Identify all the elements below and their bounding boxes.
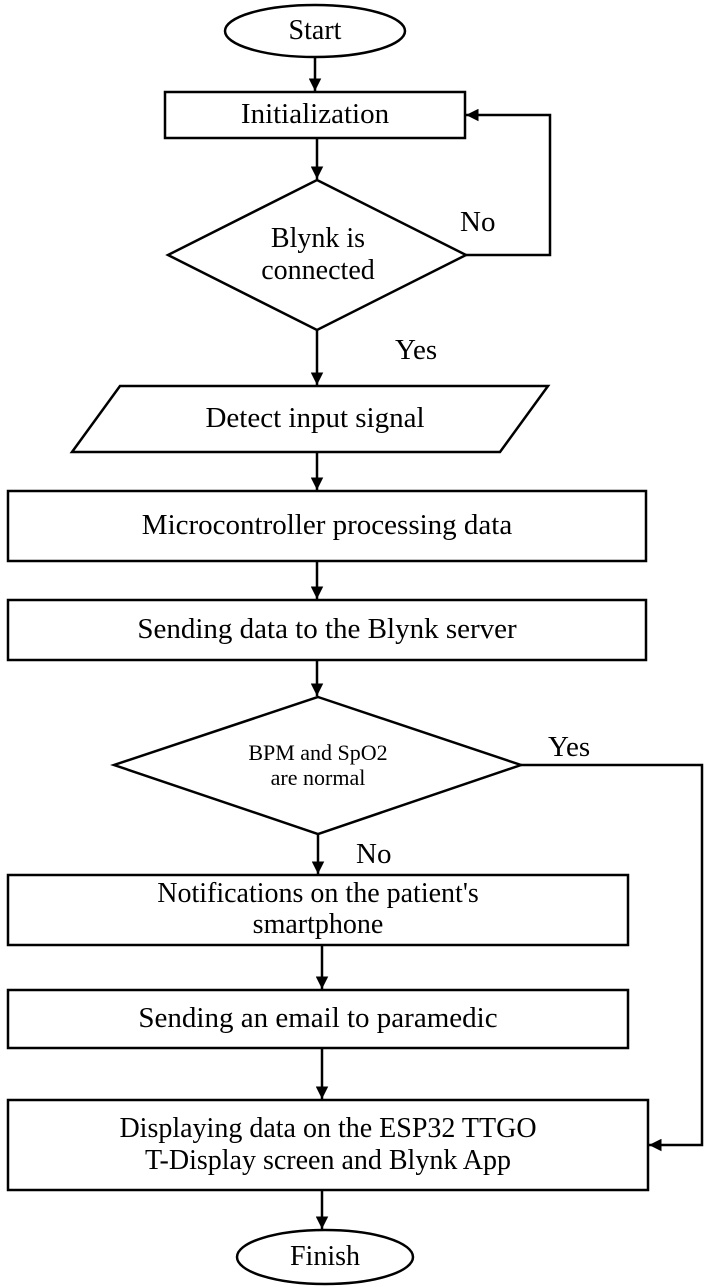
email-label: Sending an email to paramedic bbox=[138, 1002, 498, 1035]
initialization-box bbox=[163, 90, 467, 140]
edge-label-normal-yes: Yes bbox=[548, 731, 591, 763]
vitals-normal-label: BPM and SpO2 are normal bbox=[248, 739, 388, 790]
display-label: Displaying data on the ESP32 TTGO T-Disp… bbox=[119, 1112, 537, 1176]
arrow-normal-yes-to-display bbox=[521, 763, 704, 1152]
send-server-box bbox=[6, 598, 648, 662]
blynk-connected-label: Blynk is connected bbox=[261, 222, 375, 286]
send-server-label: Sending data to the Blynk server bbox=[137, 613, 517, 646]
processing-label: Microcontroller processing data bbox=[141, 509, 513, 542]
edge-label-connected-no: No bbox=[460, 206, 496, 238]
start-label: Start bbox=[288, 14, 342, 46]
finish-terminal bbox=[235, 1228, 415, 1286]
notification-label: Notifications on the patient's smartphon… bbox=[157, 878, 479, 940]
notification-box bbox=[6, 873, 630, 947]
edge-label-normal-no: No bbox=[356, 838, 392, 870]
finish-label: Finish bbox=[289, 1240, 361, 1272]
detect-input-parallelogram bbox=[69, 384, 551, 454]
email-box bbox=[6, 988, 630, 1050]
initialization-label: Initialization bbox=[240, 98, 390, 131]
display-box bbox=[6, 1098, 650, 1192]
processing-box bbox=[6, 489, 648, 563]
arrow-decision-no-loop bbox=[466, 108, 552, 257]
detect-input-label: Detect input signal bbox=[205, 402, 425, 435]
edge-label-connected-yes: Yes bbox=[395, 334, 438, 366]
